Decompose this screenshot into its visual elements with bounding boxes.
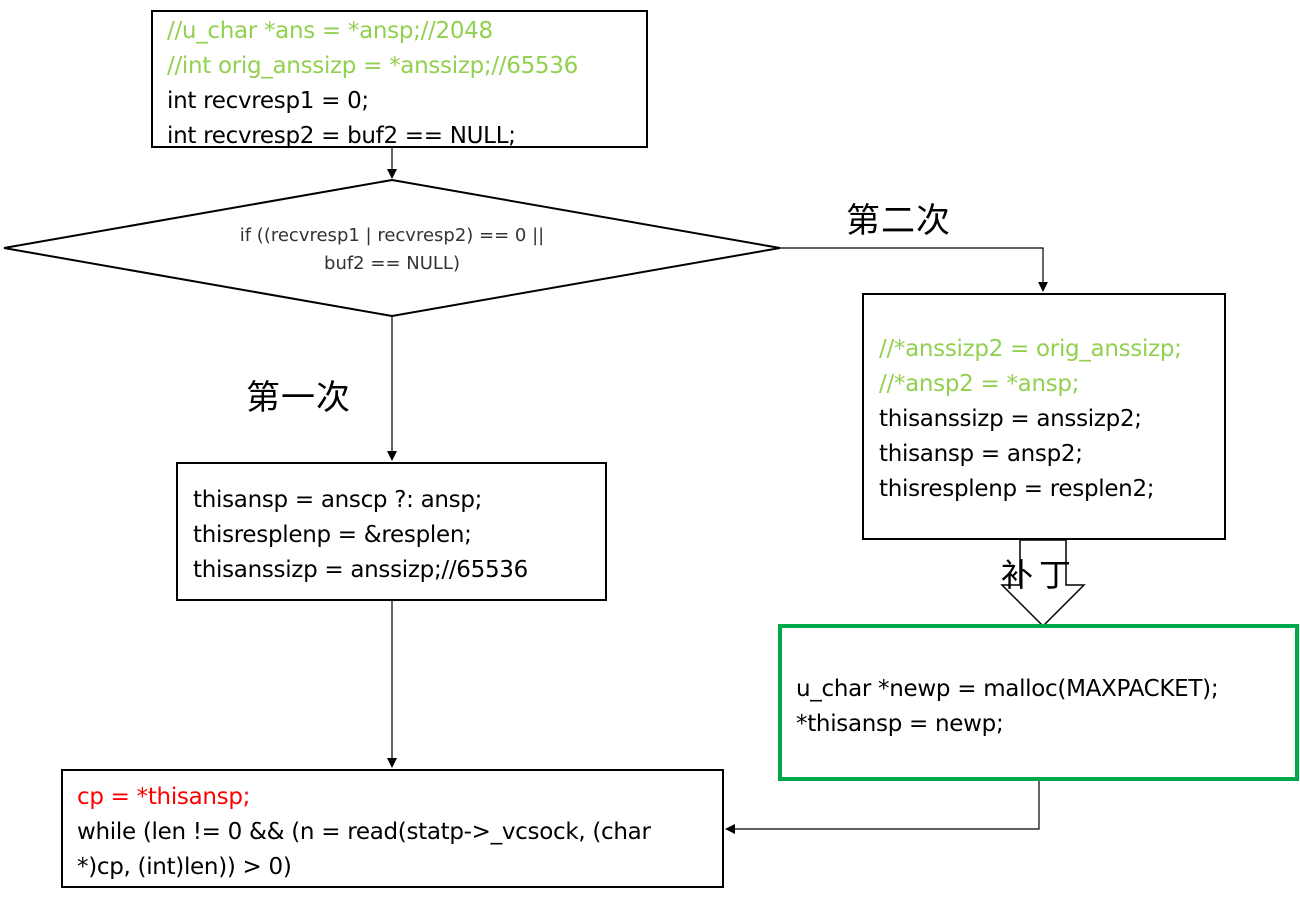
second-block-lines: //*anssizp2 = orig_anssizp; //*ansp2 = *a… [879, 332, 1182, 507]
code-line: thisanssizp = anssizp2; [879, 406, 1142, 432]
read-loop-block: cp = *thisansp; while (len != 0 && (n = r… [61, 769, 724, 888]
code-line: int recvresp2 = buf2 == NULL; [167, 123, 516, 149]
code-line: thisresplenp = &resplen; [193, 522, 472, 548]
label-patch: 补丁 [1001, 556, 1078, 594]
code-line: thisansp = anscp ?: ansp; [193, 487, 483, 513]
code-line: int recvresp1 = 0; [167, 88, 369, 114]
condition-line-1: if ((recvresp1 | recvresp2) == 0 || [239, 225, 545, 246]
edge-decision-to-second [780, 247, 1048, 292]
read-block-lines: cp = *thisansp; while (len != 0 && (n = r… [77, 780, 651, 885]
code-line: *)cp, (int)len)) > 0) [77, 854, 292, 880]
patch-block-lines: u_char *newp = malloc(MAXPACKET); *thisan… [796, 672, 1219, 742]
code-line: thisansp = ansp2; [879, 441, 1083, 467]
code-line: while (len != 0 && (n = read(statp->_vcs… [77, 819, 651, 845]
code-line: thisanssizp = anssizp;//65536 [193, 557, 528, 583]
decision-condition: if ((recvresp1 | recvresp2) == 0 || buf2… [182, 222, 602, 278]
condition-line-2: buf2 == NULL) [324, 253, 460, 274]
code-line: thisresplenp = resplen2; [879, 476, 1155, 502]
label-first-time: 第一次 [246, 378, 351, 418]
code-line: cp = *thisansp; [77, 784, 251, 810]
second-branch-block: //*anssizp2 = orig_anssizp; //*ansp2 = *a… [862, 293, 1226, 540]
code-line: u_char *newp = malloc(MAXPACKET); [796, 676, 1219, 702]
code-line: //*anssizp2 = orig_anssizp; [879, 336, 1182, 362]
patch-block-arrow [1000, 539, 1086, 628]
code-line: //u_char *ans = *ansp;//2048 [167, 18, 493, 44]
first-branch-block: thisansp = anscp ?: ansp; thisresplenp = … [176, 462, 607, 601]
code-line: //int orig_anssizp = *anssizp;//65536 [167, 53, 578, 79]
edge-patch-to-read [725, 781, 1040, 834]
first-block-lines: thisansp = anscp ?: ansp; thisresplenp = … [193, 483, 528, 588]
patch-block: u_char *newp = malloc(MAXPACKET); *thisan… [778, 624, 1299, 781]
init-block: //u_char *ans = *ansp;//2048 //int orig_a… [151, 10, 648, 149]
code-line: //*ansp2 = *ansp; [879, 371, 1080, 397]
init-block-lines: //u_char *ans = *ansp;//2048 //int orig_a… [167, 14, 578, 154]
label-second-time: 第二次 [846, 201, 951, 241]
code-line: *thisansp = newp; [796, 711, 1004, 737]
